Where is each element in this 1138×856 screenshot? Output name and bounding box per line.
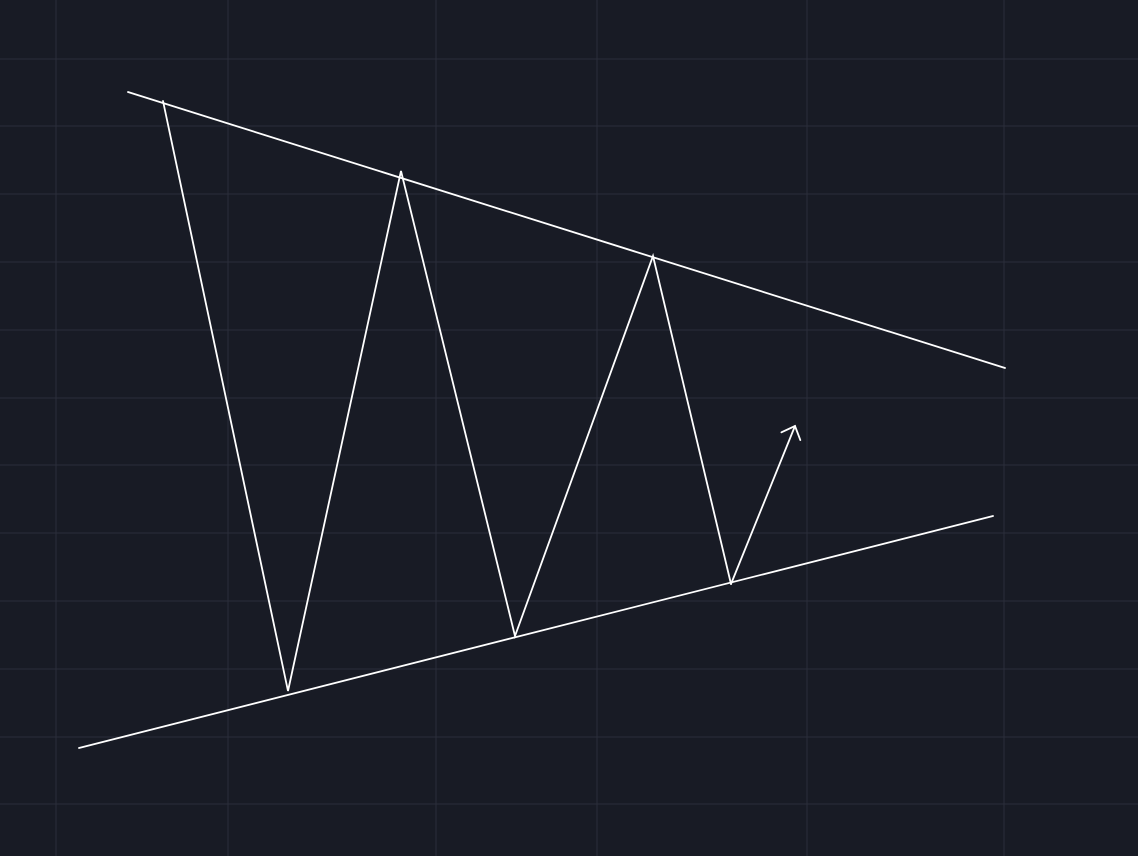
trendline-upper-resistance: [127, 91, 1006, 369]
series-line-price-zigzag: [162, 100, 732, 692]
arrow-shaft: [730, 425, 796, 585]
trendline-lower-support: [78, 515, 994, 749]
arrow-head-icon: [780, 424, 802, 441]
